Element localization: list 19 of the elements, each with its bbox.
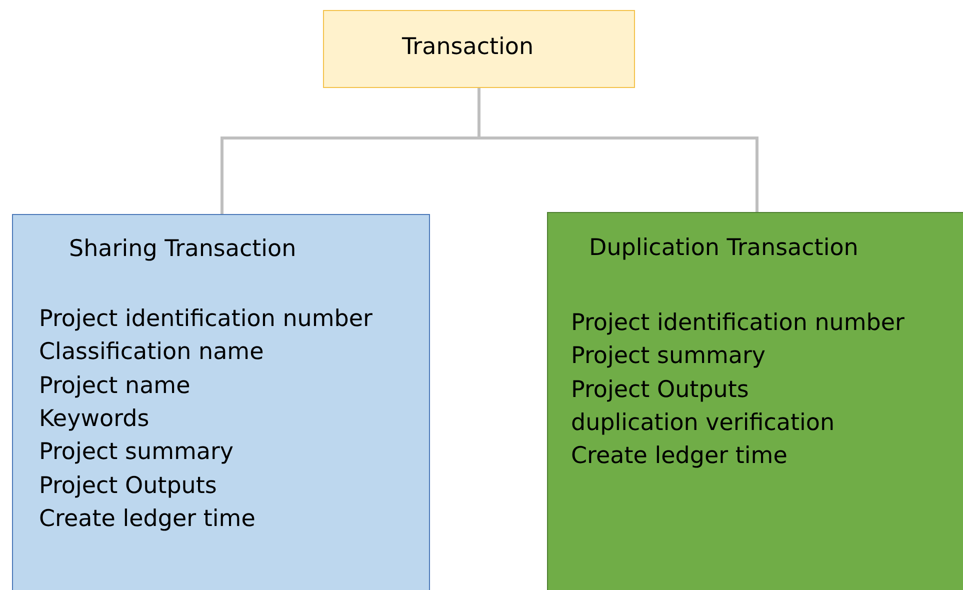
field-name: Classification name [39,338,264,366]
heading: Transaction [402,33,534,61]
field-name: Project identification number [571,309,904,337]
category-box [547,212,963,590]
field-name: Project Outputs [39,472,217,500]
field-name: Project name [39,372,190,400]
connector-line [478,88,758,212]
field-name: Project identification number [39,305,372,333]
field-name: Project Outputs [571,376,749,404]
category-box [12,214,430,590]
field-name: Project summary [571,342,766,370]
field-name: Keywords [39,404,150,433]
field-name: Project summary [39,438,234,466]
heading: Duplication Transaction [589,234,858,262]
field-name: Create ledger time [39,504,256,533]
field-name: duplication verification [571,408,835,437]
heading: Sharing Transaction [69,235,296,263]
title-box [323,10,635,88]
field-name: Create ledger time [571,442,788,470]
